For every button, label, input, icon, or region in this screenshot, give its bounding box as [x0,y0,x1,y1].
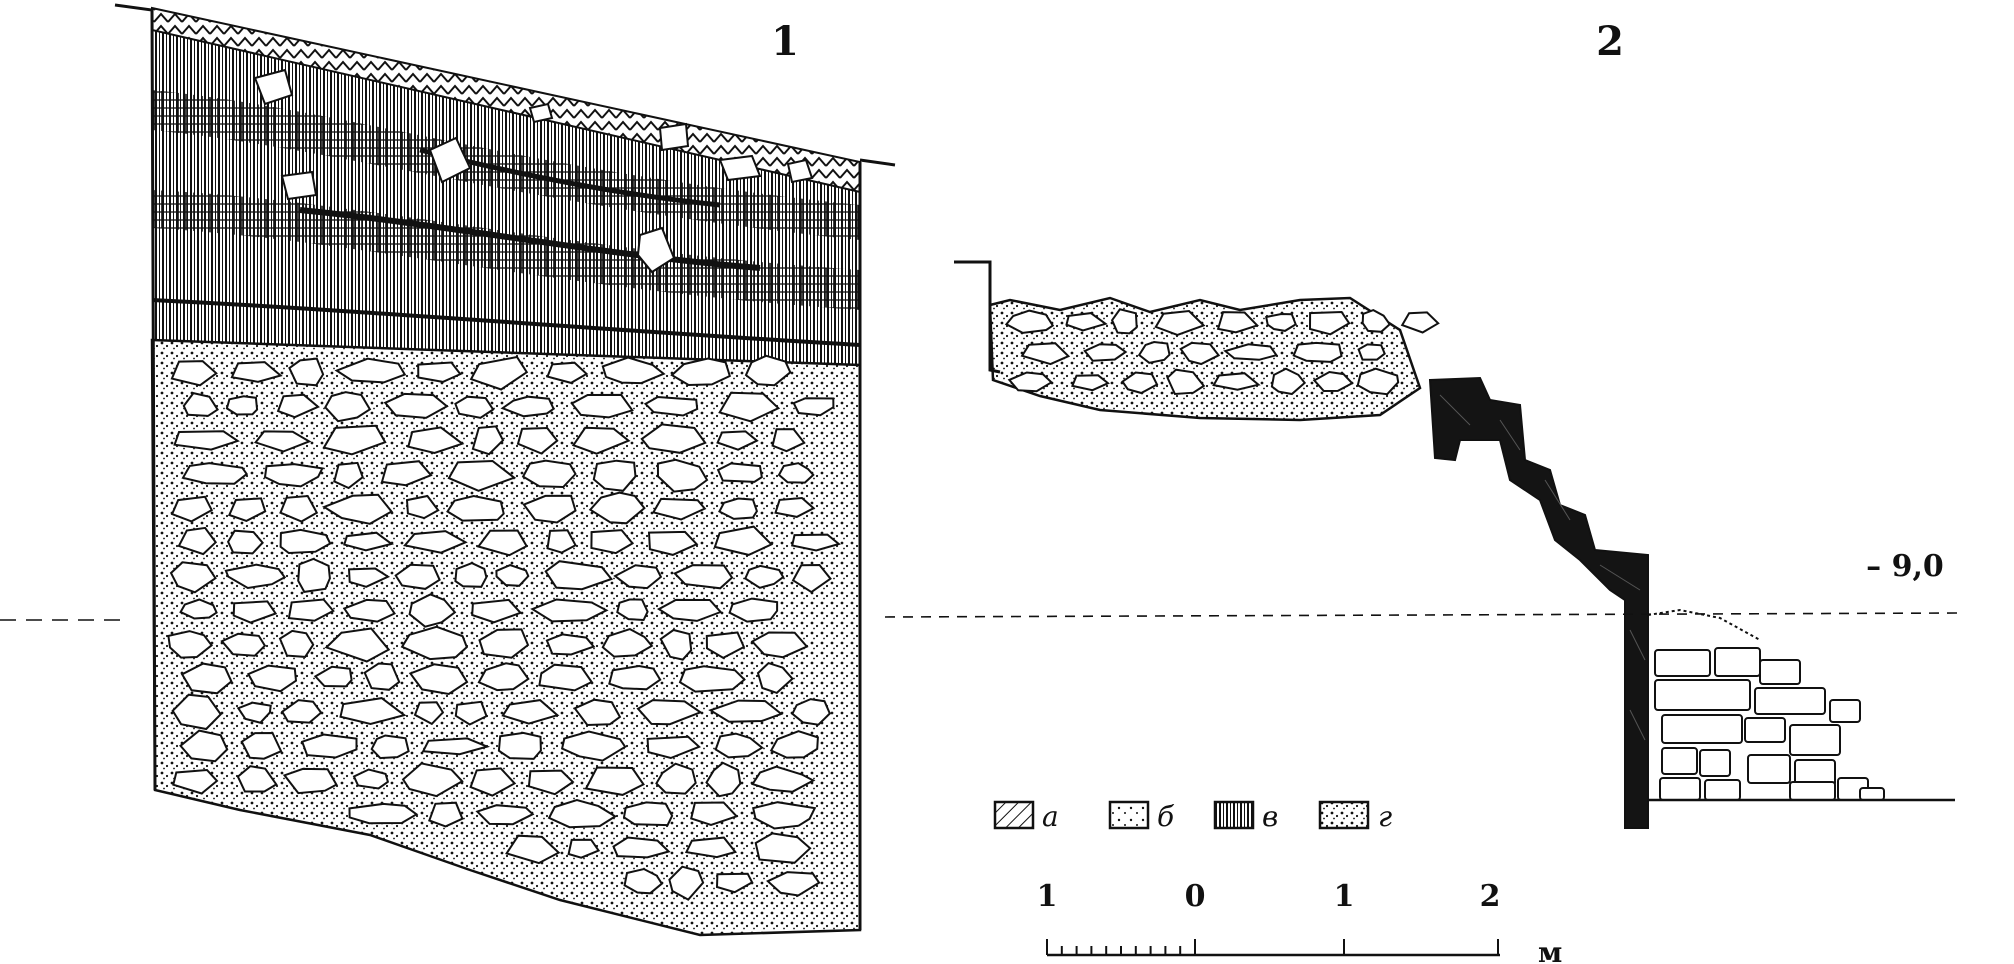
legend-label-b: б [1157,800,1175,833]
upper-rubble-stones [1004,308,1440,396]
legend-label-g: г [1378,800,1392,833]
stones-in-fill [253,68,814,274]
legend-swatch-g [1318,800,1370,830]
lower-masonry [1654,647,1885,801]
panel-1-outline [114,3,157,791]
panel-1-label: 1 [771,18,799,65]
panel-2-section [954,260,1955,829]
legend-label-a: а [1042,800,1059,833]
panel-2-label: 2 [1596,18,1624,65]
legend-swatch-b [1108,800,1150,830]
scale-tick-label-1b: 1 [1334,879,1355,914]
legend-swatch-a [993,800,1035,830]
scale-tick-label-1: 1 [1037,879,1058,914]
legend-swatch-v [1213,800,1255,830]
legend: а б в г [993,800,1392,833]
legend-label-v: в [1262,800,1278,833]
upper-outline [954,260,1001,374]
panel-1-section [114,3,896,937]
scale-tick-label-0: 0 [1185,879,1206,914]
wall-black-masonry [1428,376,1649,829]
datum-line [0,612,1961,621]
scale-bar: 1 0 1 2 м [1037,879,1563,964]
scale-tick-label-2: 2 [1480,879,1501,914]
rubble-stones [167,354,841,901]
scale-unit: м [1538,936,1562,964]
wall-texture [1439,394,1646,741]
level-mark: – 9,0 [1866,549,1944,584]
